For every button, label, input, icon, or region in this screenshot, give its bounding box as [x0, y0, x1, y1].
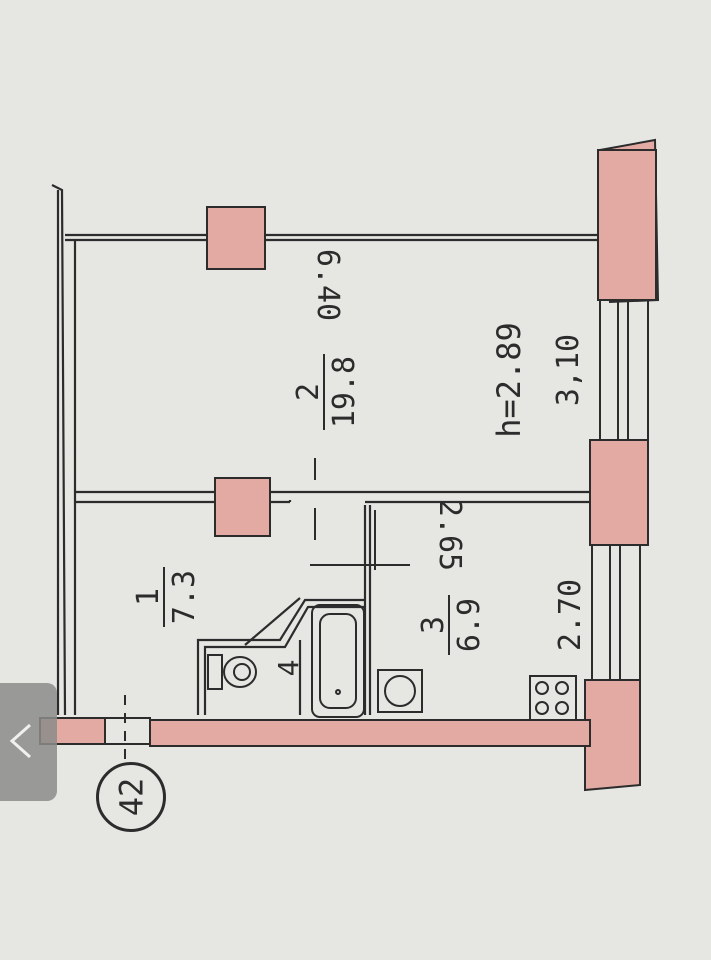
dimension-room2-length: 6.40 [310, 249, 345, 321]
bathroom-wall [196, 598, 365, 715]
gallery-prev-button[interactable] [0, 683, 57, 801]
bathtub [311, 604, 365, 718]
column-top [206, 206, 266, 270]
window-1 [599, 299, 649, 441]
exterior-wall-corner [584, 679, 641, 792]
room-3-area: 6.9 [452, 598, 487, 652]
dimension-room3-length: 2.65 [432, 499, 467, 571]
exterior-wall-pier-1 [597, 149, 657, 301]
chevron-left-icon [9, 723, 31, 759]
toilet-bowl-inner [233, 663, 251, 681]
column-middle [214, 477, 271, 537]
stove-burner-1 [535, 681, 549, 695]
room-1-number: 1 [131, 588, 166, 606]
dimension-kitchen-width: 2.70 [553, 579, 588, 651]
outer-wall-top [51, 184, 67, 716]
toilet-tank [207, 654, 223, 690]
bathroom-wall-inner [203, 605, 365, 715]
window-2 [591, 544, 641, 681]
entry-door [104, 717, 151, 745]
ceiling-height: h=2.89 [490, 322, 528, 438]
room-3-number: 3 [416, 616, 451, 634]
stove [529, 675, 577, 721]
axis-marker-label: 42 [112, 777, 150, 817]
room-2-area: 19.8 [327, 356, 362, 428]
exterior-wall-bottom [149, 719, 591, 747]
stove-burner-3 [535, 701, 549, 715]
axis-marker: 42 [96, 762, 166, 832]
room-1-area: 7.3 [167, 570, 202, 624]
sink-bowl [384, 675, 416, 707]
bathroom-diagonal [244, 597, 301, 646]
stove-burner-4 [555, 701, 569, 715]
dimension-room2-width: 3,10 [551, 334, 586, 406]
bathtub-inner [319, 613, 357, 709]
exterior-wall-pier-2 [589, 439, 649, 546]
bathtub-drain [335, 689, 341, 695]
stove-burner-2 [555, 681, 569, 695]
sink [377, 669, 423, 713]
room-4-number: 4 [272, 660, 305, 677]
toilet-bowl [223, 656, 257, 688]
room-2-number: 2 [291, 383, 326, 401]
